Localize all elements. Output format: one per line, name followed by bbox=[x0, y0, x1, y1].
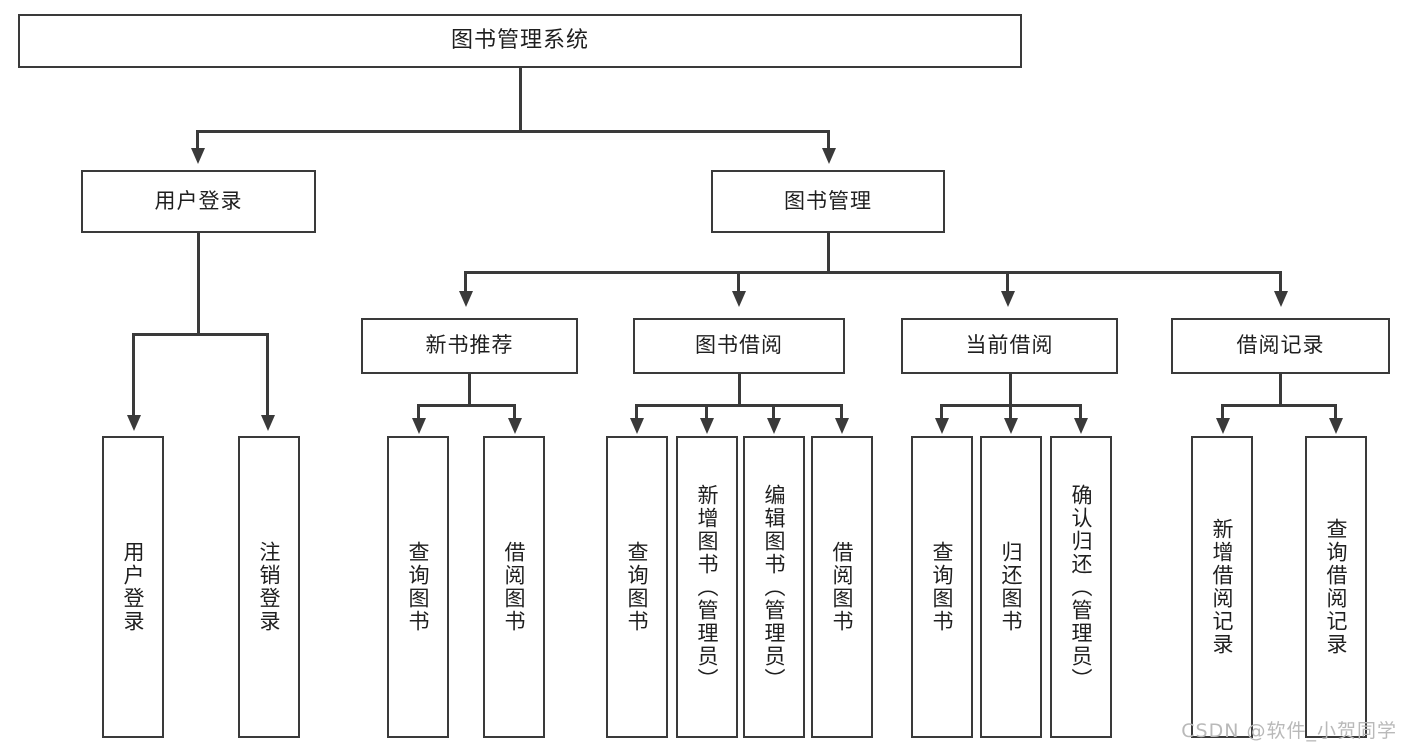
edge-book-borrow-to-leaf4 bbox=[840, 404, 843, 420]
csdn-watermark: CSDN @软件_小贺同学 bbox=[1181, 720, 1397, 742]
edge-root-to-book-manage bbox=[827, 130, 830, 150]
leaf-query-record[interactable]: 查询借阅记录 bbox=[1305, 436, 1367, 738]
node-borrow-record[interactable]: 借阅记录 bbox=[1171, 318, 1390, 374]
node-user-login[interactable]: 用户登录 bbox=[81, 170, 316, 233]
edge-book-manage-to-book-borrow bbox=[737, 271, 740, 293]
arrow-new-book-rec-to-leaf1 bbox=[412, 418, 426, 434]
leaf-query-book-1[interactable]: 查询图书 bbox=[387, 436, 449, 738]
leaf-return-book[interactable]: 归还图书 bbox=[980, 436, 1042, 738]
leaf-query-book-3[interactable]: 查询图书 bbox=[911, 436, 973, 738]
arrow-book-borrow-to-leaf2 bbox=[700, 418, 714, 434]
arrow-new-book-rec-to-leaf2 bbox=[508, 418, 522, 434]
leaf-add-book-admin[interactable]: 新增图书（管理员） bbox=[676, 436, 738, 738]
leaf-query-book-2[interactable]: 查询图书 bbox=[606, 436, 668, 738]
arrow-book-borrow-to-leaf4 bbox=[835, 418, 849, 434]
edge-borrow-record-stem bbox=[1279, 374, 1282, 406]
leaf-logout[interactable]: 注销登录 bbox=[238, 436, 300, 738]
edge-book-manage-to-current-borrow bbox=[1006, 271, 1009, 293]
node-label: 查询图书 bbox=[625, 541, 650, 633]
leaf-borrow-book-2[interactable]: 借阅图书 bbox=[811, 436, 873, 738]
node-label: 图书管理 bbox=[784, 188, 872, 213]
edge-book-borrow-to-leaf2 bbox=[705, 404, 708, 420]
arrow-user-login-to-leaf2 bbox=[261, 415, 275, 431]
arrow-root-to-user-login bbox=[191, 148, 205, 164]
node-label: 图书管理系统 bbox=[450, 27, 589, 53]
edge-book-borrow-bus bbox=[635, 404, 843, 407]
node-label: 查询图书 bbox=[930, 541, 955, 633]
node-label: 归还图书 bbox=[999, 541, 1024, 633]
edge-new-book-rec-bus bbox=[417, 404, 516, 407]
leaf-edit-book-admin[interactable]: 编辑图书（管理员） bbox=[743, 436, 805, 738]
edge-book-manage-bus bbox=[464, 271, 1282, 274]
arrow-user-login-to-leaf1 bbox=[127, 415, 141, 431]
edge-user-login-stem bbox=[197, 233, 200, 335]
node-label: 借阅图书 bbox=[502, 541, 527, 633]
arrow-book-borrow-to-leaf1 bbox=[630, 418, 644, 434]
node-label: 图书借阅 bbox=[695, 333, 783, 358]
arrow-book-borrow-to-leaf3 bbox=[767, 418, 781, 434]
node-book-borrow[interactable]: 图书借阅 bbox=[633, 318, 845, 374]
edge-current-borrow-to-leaf3 bbox=[1079, 404, 1082, 420]
edge-user-login-to-leaf1 bbox=[132, 333, 135, 417]
leaf-borrow-book-1[interactable]: 借阅图书 bbox=[483, 436, 545, 738]
node-label: 查询图书 bbox=[406, 541, 431, 633]
arrow-book-manage-to-new-book-rec bbox=[459, 291, 473, 307]
node-label: 用户登录 bbox=[121, 541, 146, 633]
edge-book-manage-stem bbox=[827, 233, 830, 274]
node-label: 确认归还（管理员） bbox=[1069, 483, 1094, 691]
edge-book-borrow-to-leaf1 bbox=[635, 404, 638, 420]
arrow-book-manage-to-current-borrow bbox=[1001, 291, 1015, 307]
edge-root-to-user-login bbox=[196, 130, 199, 150]
edge-new-book-rec-stem bbox=[468, 374, 471, 406]
edge-current-borrow-to-leaf2 bbox=[1009, 404, 1012, 420]
leaf-confirm-return-admin[interactable]: 确认归还（管理员） bbox=[1050, 436, 1112, 738]
edge-new-book-rec-to-leaf1 bbox=[417, 404, 420, 420]
node-label: 注销登录 bbox=[257, 541, 282, 633]
leaf-user-login[interactable]: 用户登录 bbox=[102, 436, 164, 738]
edge-current-borrow-to-leaf1 bbox=[940, 404, 943, 420]
node-new-book-rec[interactable]: 新书推荐 bbox=[361, 318, 578, 374]
arrow-current-borrow-to-leaf1 bbox=[935, 418, 949, 434]
edge-borrow-record-bus bbox=[1221, 404, 1337, 407]
edge-book-manage-to-borrow-record bbox=[1279, 271, 1282, 293]
node-root-system[interactable]: 图书管理系统 bbox=[18, 14, 1022, 68]
arrow-book-manage-to-borrow-record bbox=[1274, 291, 1288, 307]
edge-user-login-to-leaf2 bbox=[266, 333, 269, 417]
node-label: 新增图书（管理员） bbox=[695, 483, 720, 691]
edge-borrow-record-to-leaf1 bbox=[1221, 404, 1224, 420]
arrow-book-manage-to-book-borrow bbox=[732, 291, 746, 307]
edge-root-stem bbox=[519, 68, 522, 132]
arrow-root-to-book-manage bbox=[822, 148, 836, 164]
arrow-current-borrow-to-leaf3 bbox=[1074, 418, 1088, 434]
node-label: 新书推荐 bbox=[425, 333, 514, 358]
node-label: 新增借阅记录 bbox=[1210, 518, 1235, 656]
node-book-manage[interactable]: 图书管理 bbox=[711, 170, 945, 233]
edge-new-book-rec-to-leaf2 bbox=[513, 404, 516, 420]
edge-user-login-bus bbox=[132, 333, 269, 336]
edge-borrow-record-to-leaf2 bbox=[1334, 404, 1337, 420]
edge-book-borrow-to-leaf3 bbox=[772, 404, 775, 420]
node-label: 用户登录 bbox=[154, 188, 243, 213]
edge-book-manage-to-new-book-rec bbox=[464, 271, 467, 293]
node-current-borrow[interactable]: 当前借阅 bbox=[901, 318, 1118, 374]
node-label: 借阅记录 bbox=[1236, 333, 1325, 358]
node-label: 借阅图书 bbox=[830, 541, 855, 633]
edge-current-borrow-stem bbox=[1009, 374, 1012, 406]
edge-root-bus bbox=[196, 130, 830, 133]
arrow-borrow-record-to-leaf2 bbox=[1329, 418, 1343, 434]
leaf-add-record[interactable]: 新增借阅记录 bbox=[1191, 436, 1253, 738]
edge-book-borrow-stem bbox=[738, 374, 741, 406]
arrow-current-borrow-to-leaf2 bbox=[1004, 418, 1018, 434]
arrow-borrow-record-to-leaf1 bbox=[1216, 418, 1230, 434]
node-label: 编辑图书（管理员） bbox=[762, 483, 787, 691]
node-label: 当前借阅 bbox=[965, 333, 1054, 358]
node-label: 查询借阅记录 bbox=[1324, 518, 1349, 656]
